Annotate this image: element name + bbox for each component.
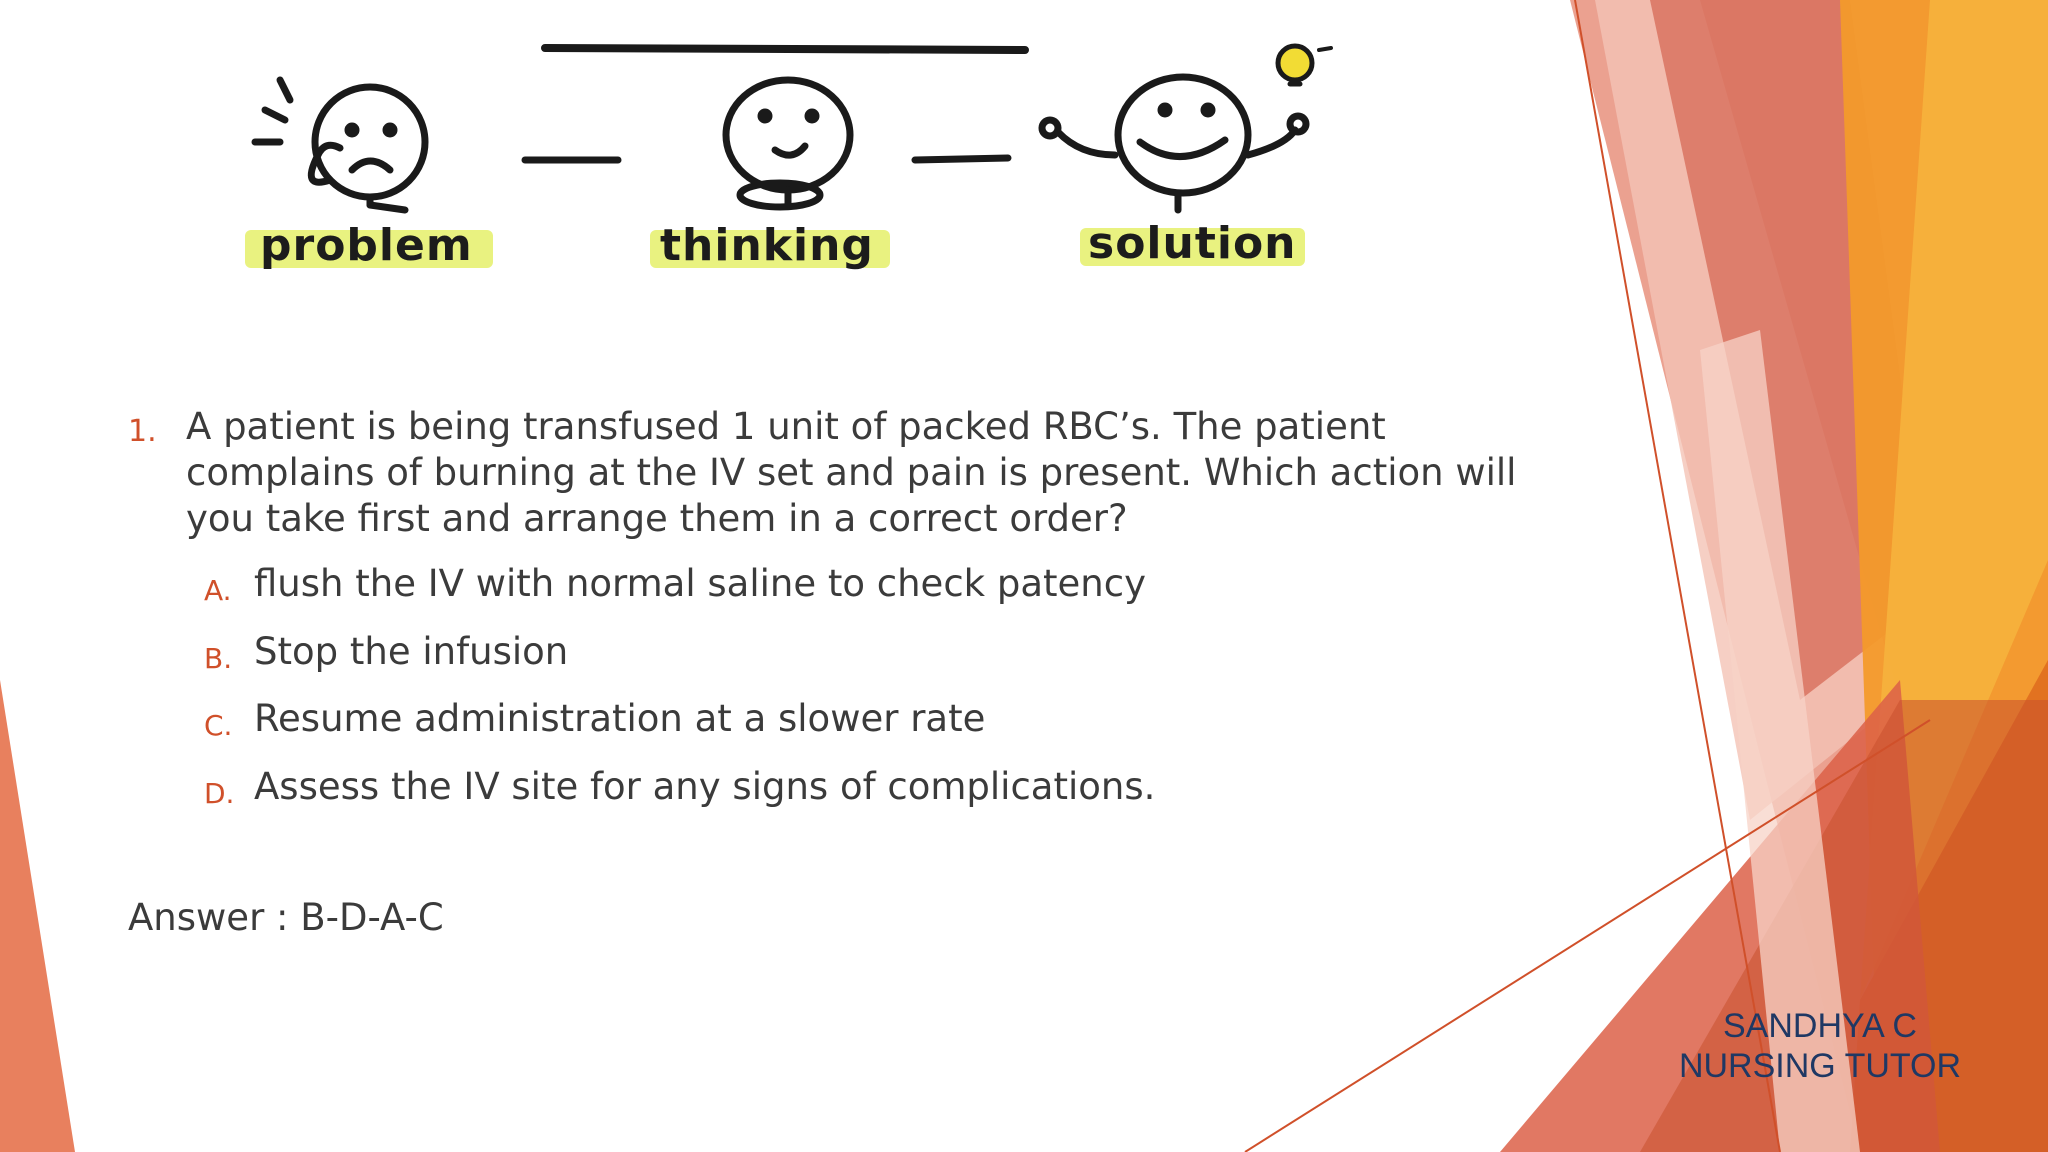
question-number: 1.: [128, 414, 157, 449]
label-highlight: [245, 230, 493, 268]
label-highlight: [1080, 228, 1305, 266]
illustration-drawing: [251, 43, 1333, 214]
option-item: D. Assess the IV site for any signs of c…: [204, 763, 1404, 831]
author-role: NURSING TUTOR: [1678, 1047, 1962, 1085]
option-text: Resume administration at a slower rate: [254, 697, 986, 740]
option-item: C. Resume administration at a slower rat…: [204, 695, 1404, 763]
option-letter: C.: [204, 709, 233, 742]
option-text: Stop the infusion: [254, 629, 569, 673]
answer-text: Answer : B-D-A-C: [128, 896, 444, 939]
question-block: 1. A patient is being transfused 1 unit …: [128, 404, 1548, 542]
confused-face-icon: [251, 76, 429, 214]
thinking-face-icon: [722, 76, 854, 211]
option-item: B. Stop the infusion: [204, 628, 1404, 696]
option-item: A. flush the IV with normal saline to ch…: [204, 560, 1404, 628]
bg-facet: [1640, 700, 2048, 1152]
bg-line: [1574, 0, 1781, 1152]
stage-label-problem: problem: [260, 220, 473, 271]
bg-line: [1244, 719, 1931, 1152]
stage-label-thinking: thinking: [660, 220, 874, 271]
options-list: A. flush the IV with normal saline to ch…: [204, 560, 1404, 830]
option-letter: D.: [204, 776, 235, 810]
stage-label-solution: solution: [1088, 218, 1297, 269]
problem-thinking-solution-illustration: problem thinking solution: [240, 30, 1370, 320]
label-highlight: [650, 230, 890, 268]
happy-face-lightbulb-icon: [1038, 43, 1333, 214]
connector: [911, 154, 1012, 164]
top-bar: [541, 44, 1029, 54]
bg-facet-left: [0, 680, 75, 1152]
option-letter: A.: [204, 574, 232, 607]
option-text: Assess the IV site for any signs of comp…: [254, 764, 1156, 808]
bg-facet: [1700, 330, 1860, 1152]
option-text: flush the IV with normal saline to check…: [254, 562, 1146, 605]
author-credit: SANDHYA C NURSING TUTOR: [1655, 1006, 1985, 1086]
option-letter: B.: [204, 641, 233, 675]
author-name: SANDHYA C: [1723, 1007, 1917, 1045]
question-text: A patient is being transfused 1 unit of …: [186, 405, 1517, 540]
